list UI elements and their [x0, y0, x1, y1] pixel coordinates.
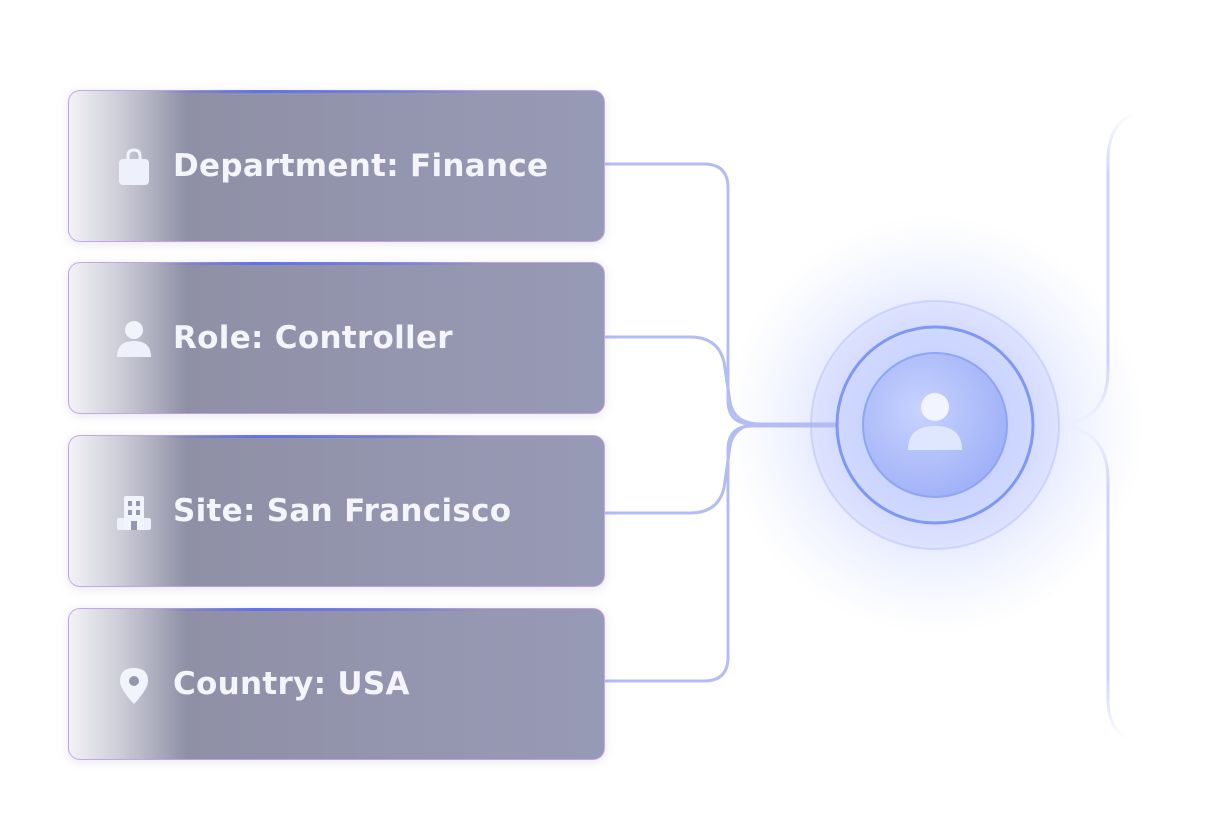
- user-hub: [810, 300, 1060, 550]
- connectors: [605, 162, 838, 683]
- attribute-card-department: Department: Finance: [68, 90, 605, 242]
- connector-role: [605, 335, 838, 426]
- connector-department: [605, 162, 838, 426]
- user-icon: [117, 321, 151, 357]
- attribute-card-site: Site: San Francisco: [68, 435, 605, 587]
- shopping-bag-icon: [119, 148, 149, 185]
- attribute-card-country: Country: USA: [68, 608, 605, 760]
- hub-user-icon: [908, 393, 962, 450]
- attribute-card-role: Role: Controller: [68, 262, 605, 414]
- right-connectors: [1032, 110, 1218, 742]
- hub-core: [862, 352, 1008, 498]
- attribute-label: Site: San Francisco: [173, 493, 512, 529]
- attribute-label: Country: USA: [173, 666, 410, 702]
- location-pin-icon: [120, 668, 148, 704]
- attribute-label: Role: Controller: [173, 320, 453, 356]
- connector-right-lower: [1059, 423, 1131, 742]
- building-icon: [117, 496, 151, 530]
- connector-country: [605, 424, 838, 683]
- connector-right-upper: [1059, 110, 1141, 427]
- attribute-label: Department: Finance: [173, 148, 549, 184]
